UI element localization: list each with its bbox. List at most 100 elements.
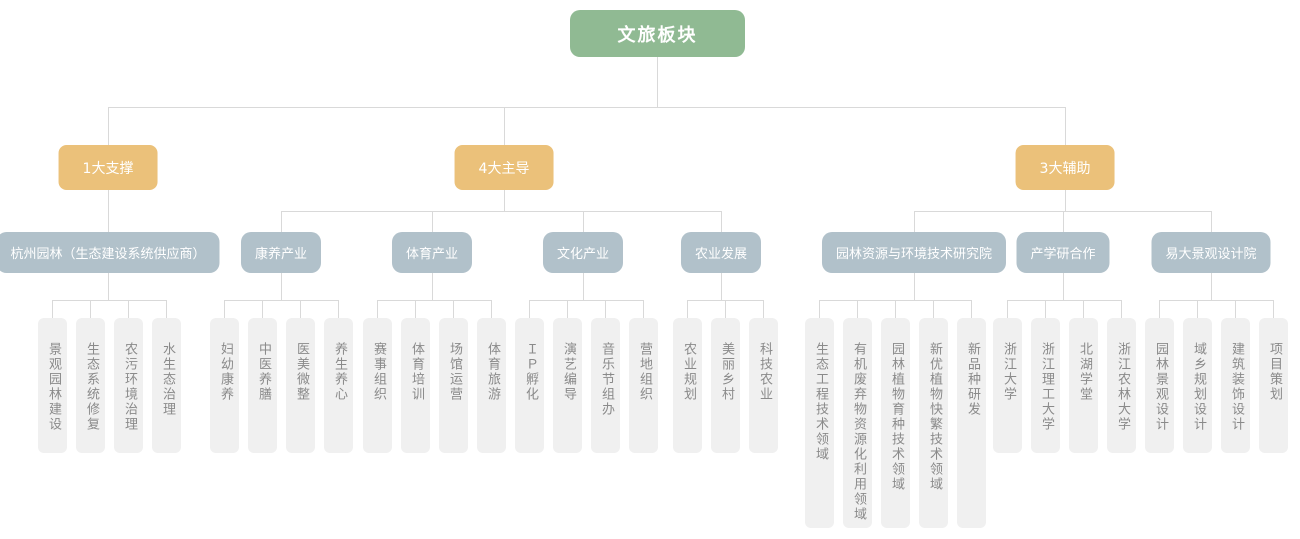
connector-line [1210,211,1212,232]
branch-node[interactable]: 1大支撑 [58,145,158,190]
connector-line [107,273,109,300]
leaf-label: 美丽乡村 [718,342,734,402]
group-node[interactable]: 园林资源与环境技术研究院 [821,232,1007,273]
leaf-label: 园林植物育种技术领域 [888,342,904,492]
leaf-node[interactable]: 科技农业 [749,318,778,453]
connector-line [1062,211,1064,232]
connector-line [1007,300,1008,318]
leaf-label: 科技农业 [756,342,772,402]
connector-line [224,299,339,301]
connector-line [377,299,492,301]
connector-line [107,211,109,232]
connector-line [338,300,339,318]
connector-line [763,300,764,318]
leaf-label: 演艺编导 [560,342,576,402]
leaf-node[interactable]: 演艺编导 [553,318,582,453]
connector-line [453,300,454,318]
leaf-node[interactable]: 医美微整 [286,318,315,453]
group-node[interactable]: 康养产业 [240,232,322,273]
leaf-node[interactable]: 景观园林建设 [38,318,67,453]
connector-line [1007,299,1122,301]
connector-line [1273,300,1274,318]
connector-line [819,300,820,318]
leaf-node[interactable]: 有机废弃物资源化利用领域 [843,318,872,528]
leaf-node[interactable]: 养生养心 [324,318,353,453]
leaf-node[interactable]: 园林植物育种技术领域 [881,318,910,528]
group-node[interactable]: 易大景观设计院 [1151,232,1271,273]
leaf-node[interactable]: 场馆运营 [439,318,468,453]
connector-line [52,299,167,301]
leaf-label: 体育培训 [408,342,424,402]
connector-line [725,300,726,318]
connector-line [1045,300,1046,318]
branch-node[interactable]: 4大主导 [454,145,554,190]
leaf-node[interactable]: 音乐节组办 [591,318,620,453]
leaf-node[interactable]: 新品种研发 [957,318,986,528]
group-node[interactable]: 杭州园林（生态建设系统供应商） [0,232,220,273]
leaf-node[interactable]: 浙江理工大学 [1031,318,1060,453]
leaf-node[interactable]: 项目策划 [1259,318,1288,453]
leaf-node[interactable]: 中医养膳 [248,318,277,453]
leaf-label: 生态系统修复 [83,342,99,432]
connector-line [280,273,282,300]
leaf-node[interactable]: 建筑装饰设计 [1221,318,1250,453]
connector-line [107,190,109,211]
leaf-node[interactable]: 体育培训 [401,318,430,453]
leaf-label: 域乡规划设计 [1190,342,1206,432]
leaf-label: 营地组织 [636,342,652,402]
group-node[interactable]: 文化产业 [542,232,624,273]
leaf-node[interactable]: 体育旅游 [477,318,506,453]
leaf-node[interactable]: 北湖学堂 [1069,318,1098,453]
connector-line [431,273,433,300]
node-root[interactable]: 文旅板块 [570,10,745,57]
connector-line [913,211,915,232]
leaf-node[interactable]: 浙江大学 [993,318,1022,453]
connector-line [1121,300,1122,318]
leaf-node[interactable]: 农污环境治理 [114,318,143,453]
connector-line [224,300,225,318]
leaf-node[interactable]: ＩＰ孵化 [515,318,544,453]
group-node[interactable]: 产学研合作 [1016,232,1110,273]
connector-line [1197,300,1198,318]
leaf-node[interactable]: 域乡规划设计 [1183,318,1212,453]
connector-line [605,300,606,318]
leaf-label: 场馆运营 [446,342,462,402]
leaf-label: 中医养膳 [255,342,271,402]
connector-line [108,106,1065,108]
connector-line [529,299,644,301]
connector-line [687,300,688,318]
leaf-label: 新优植物快繁技术领域 [926,342,942,492]
leaf-node[interactable]: 水生态治理 [152,318,181,453]
leaf-node[interactable]: 赛事组织 [363,318,392,453]
leaf-node[interactable]: 新优植物快繁技术领域 [919,318,948,528]
leaf-label: 新品种研发 [964,342,980,417]
leaf-label: 音乐节组办 [598,342,614,417]
connector-line [1159,299,1274,301]
connector-line [52,300,53,318]
connector-line [582,273,584,300]
leaf-label: 浙江理工大学 [1038,342,1054,432]
connector-line [643,300,644,318]
group-node[interactable]: 农业发展 [680,232,762,273]
leaf-node[interactable]: 农业规划 [673,318,702,453]
connector-line [1062,273,1064,300]
group-node[interactable]: 体育产业 [391,232,473,273]
connector-line [1235,300,1236,318]
leaf-node[interactable]: 园林景观设计 [1145,318,1174,453]
connector-line [971,300,972,318]
branch-node[interactable]: 3大辅助 [1015,145,1115,190]
connector-line [128,300,129,318]
leaf-node[interactable]: 美丽乡村 [711,318,740,453]
leaf-node[interactable]: 生态系统修复 [76,318,105,453]
leaf-label: 水生态治理 [159,342,175,417]
leaf-node[interactable]: 营地组织 [629,318,658,453]
connector-line [913,273,915,300]
leaf-node[interactable]: 生态工程技术领域 [805,318,834,528]
leaf-node[interactable]: 妇幼康养 [210,318,239,453]
connector-line [582,211,584,232]
leaf-node[interactable]: 浙江农林大学 [1107,318,1136,453]
connector-line [1083,300,1084,318]
connector-line [90,300,91,318]
connector-line [503,190,505,211]
